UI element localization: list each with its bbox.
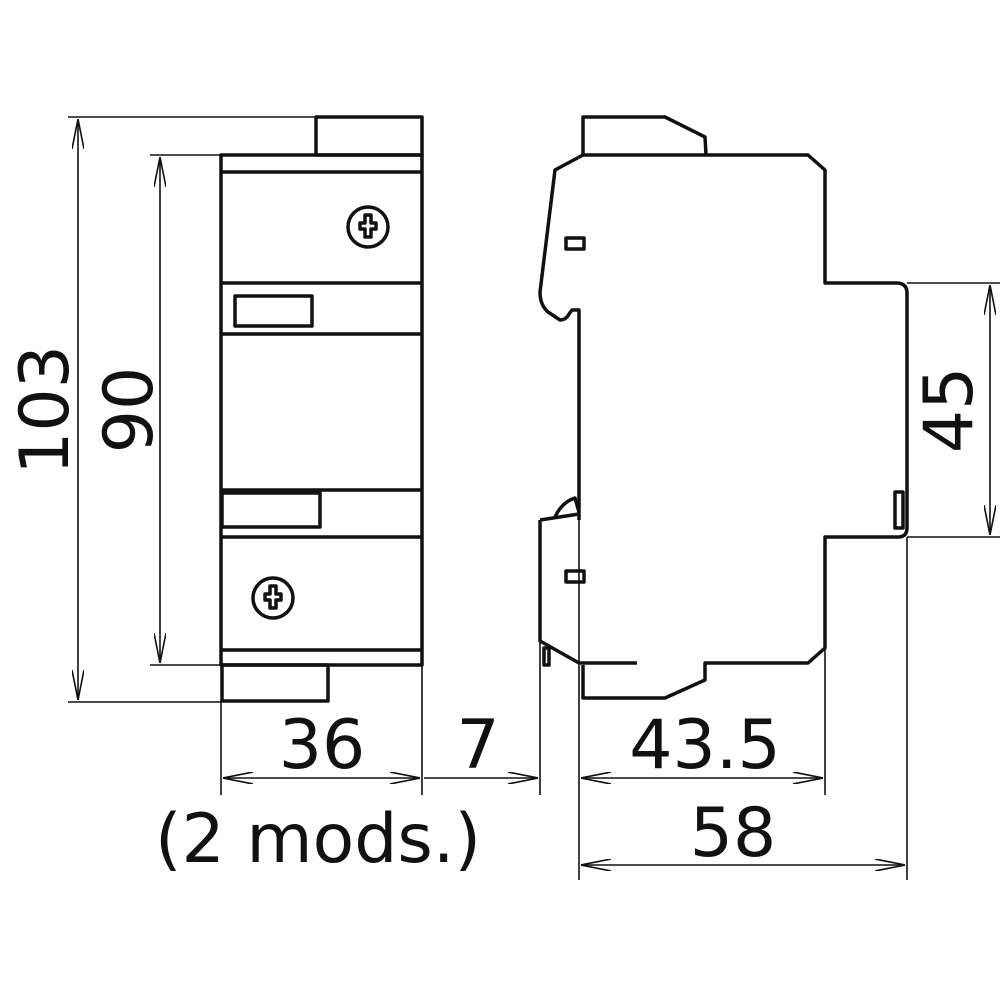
dim-45-label: 45 <box>910 367 989 454</box>
contact-strip <box>893 490 905 530</box>
side-top-tab <box>581 115 708 156</box>
dimension-lines <box>78 119 990 865</box>
label-window-bottom <box>220 491 322 529</box>
dim-width-note: (2 mods.) <box>155 800 481 879</box>
screw-icon <box>346 205 390 249</box>
side-rail-clip-bottom <box>538 520 637 665</box>
dim-90-label: 90 <box>90 367 169 454</box>
top-terminal-tab <box>314 115 424 157</box>
indicator-slot-bottom <box>564 569 586 584</box>
bottom-terminal-tab <box>220 663 330 703</box>
dim-7-label: 7 <box>456 706 499 785</box>
side-view <box>538 115 909 880</box>
extension-lines <box>68 116 1000 880</box>
dim-36-label: 36 <box>279 706 366 785</box>
side-rail-clip-top <box>538 153 584 520</box>
front-view <box>219 115 424 703</box>
label-window-top <box>233 294 314 328</box>
side-body-outline <box>581 153 909 700</box>
pin <box>542 646 551 667</box>
screw-icon <box>251 576 295 620</box>
indicator-slot-top <box>564 236 586 251</box>
release-latch <box>553 496 581 518</box>
dim-103-label: 103 <box>6 345 85 475</box>
front-divider-lines <box>221 170 422 652</box>
front-body <box>219 153 424 667</box>
dim-43-5-label: 43.5 <box>629 706 780 785</box>
dim-58-label: 58 <box>690 794 777 873</box>
